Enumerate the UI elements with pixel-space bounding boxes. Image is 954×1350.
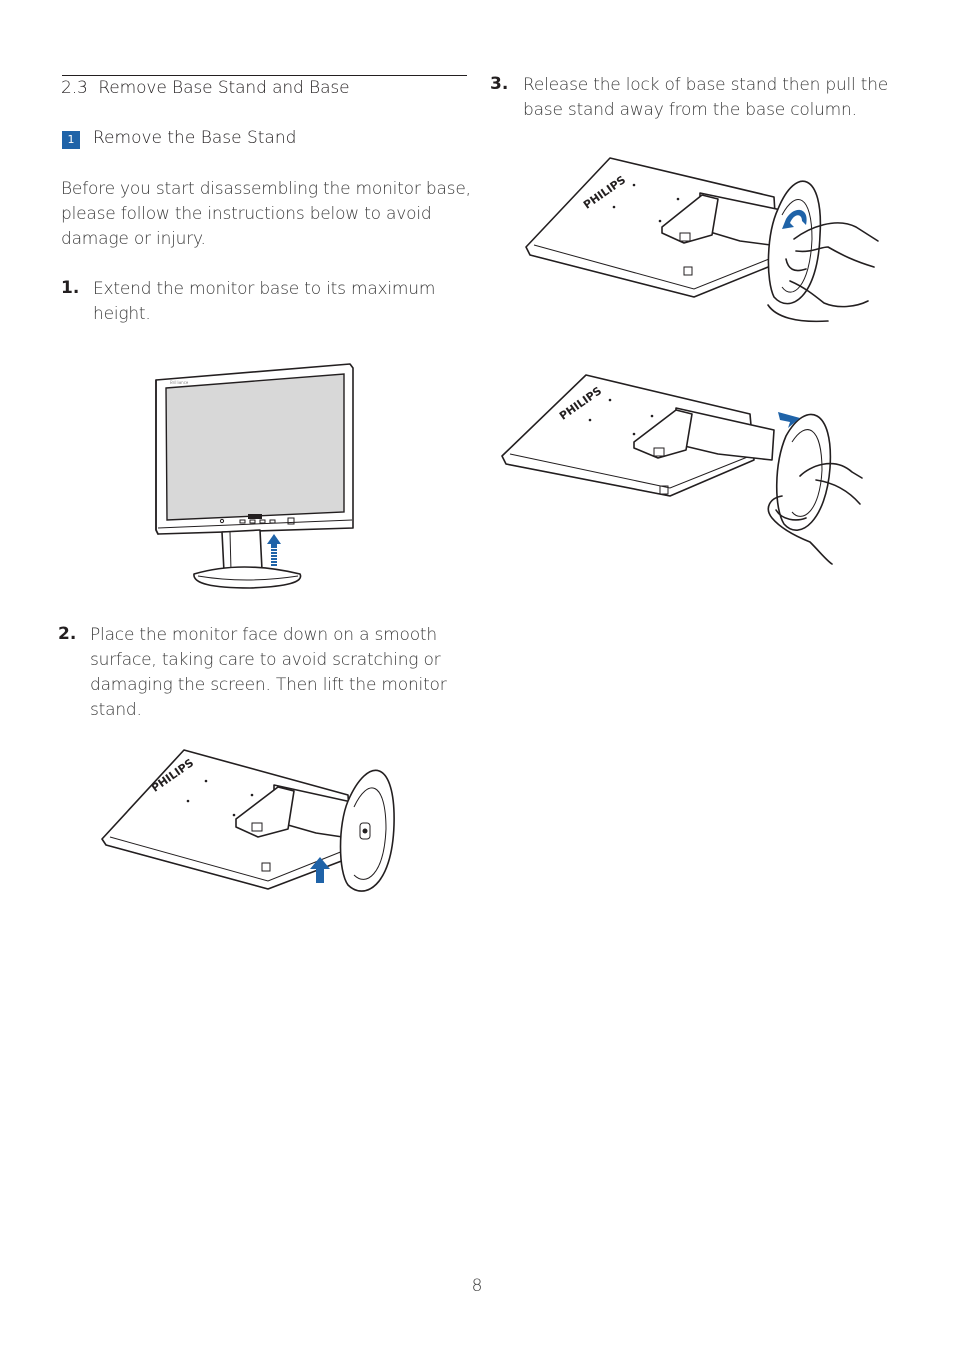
step-line: damaging the screen. Then lift the monit… [90,675,447,695]
screw-holes [186,779,254,817]
step-3-text: Release the lock of base stand then pull… [523,73,888,123]
step-3-number: 3. [490,74,509,94]
screw-holes [612,183,680,223]
hand-outline [799,462,863,479]
control-buttons [219,517,295,525]
rotate-arrow-icon [782,209,807,229]
screw-holes [588,398,654,436]
step-line: Place the monitor face down on a smooth [90,625,437,645]
intro-paragraph: Before you start disassembling the monit… [61,177,471,252]
logo-mark [248,514,262,519]
page-number: 8 [471,1276,483,1296]
intro-line: damage or injury. [61,229,206,249]
step-2-number: 2. [58,624,77,644]
release-lock-figure: PHILIPS [525,157,879,323]
monitor-facedown-lift-figure: PHILIPS [101,749,395,892]
section-rule [62,75,467,76]
step-1-number: 1. [61,278,80,298]
pull-base-figure: PHILIPS [501,374,863,565]
step-2-text: Place the monitor face down on a smooth … [90,623,447,723]
step-line: base stand away from the base column. [523,100,857,120]
subsection-badge: 1 [62,131,80,149]
right-arrow-icon [778,412,800,428]
monitor-extended-figure: Brilliance [155,363,354,589]
step-line: surface, taking care to avoid scratching… [90,650,441,670]
section-heading: 2.3 Remove Base Stand and Base [61,78,350,98]
up-arrow-icon [267,534,281,566]
section-number: 2.3 [61,78,88,98]
model-label: Brilliance [170,380,189,385]
hand-outline [793,222,879,242]
intro-line: please follow the instructions below to … [61,204,432,224]
step-1-text: Extend the monitor base to its maximum h… [93,277,435,327]
step-line: stand. [90,700,142,720]
up-arrow-icon [310,857,330,883]
step-line: height. [93,304,151,324]
step-line: Extend the monitor base to its maximum [93,279,436,299]
subsection-title: Remove the Base Stand [93,128,297,148]
step-line: Release the lock of base stand then pull… [523,75,889,95]
section-title: Remove Base Stand and Base [98,78,350,98]
intro-line: Before you start disassembling the monit… [61,179,471,199]
